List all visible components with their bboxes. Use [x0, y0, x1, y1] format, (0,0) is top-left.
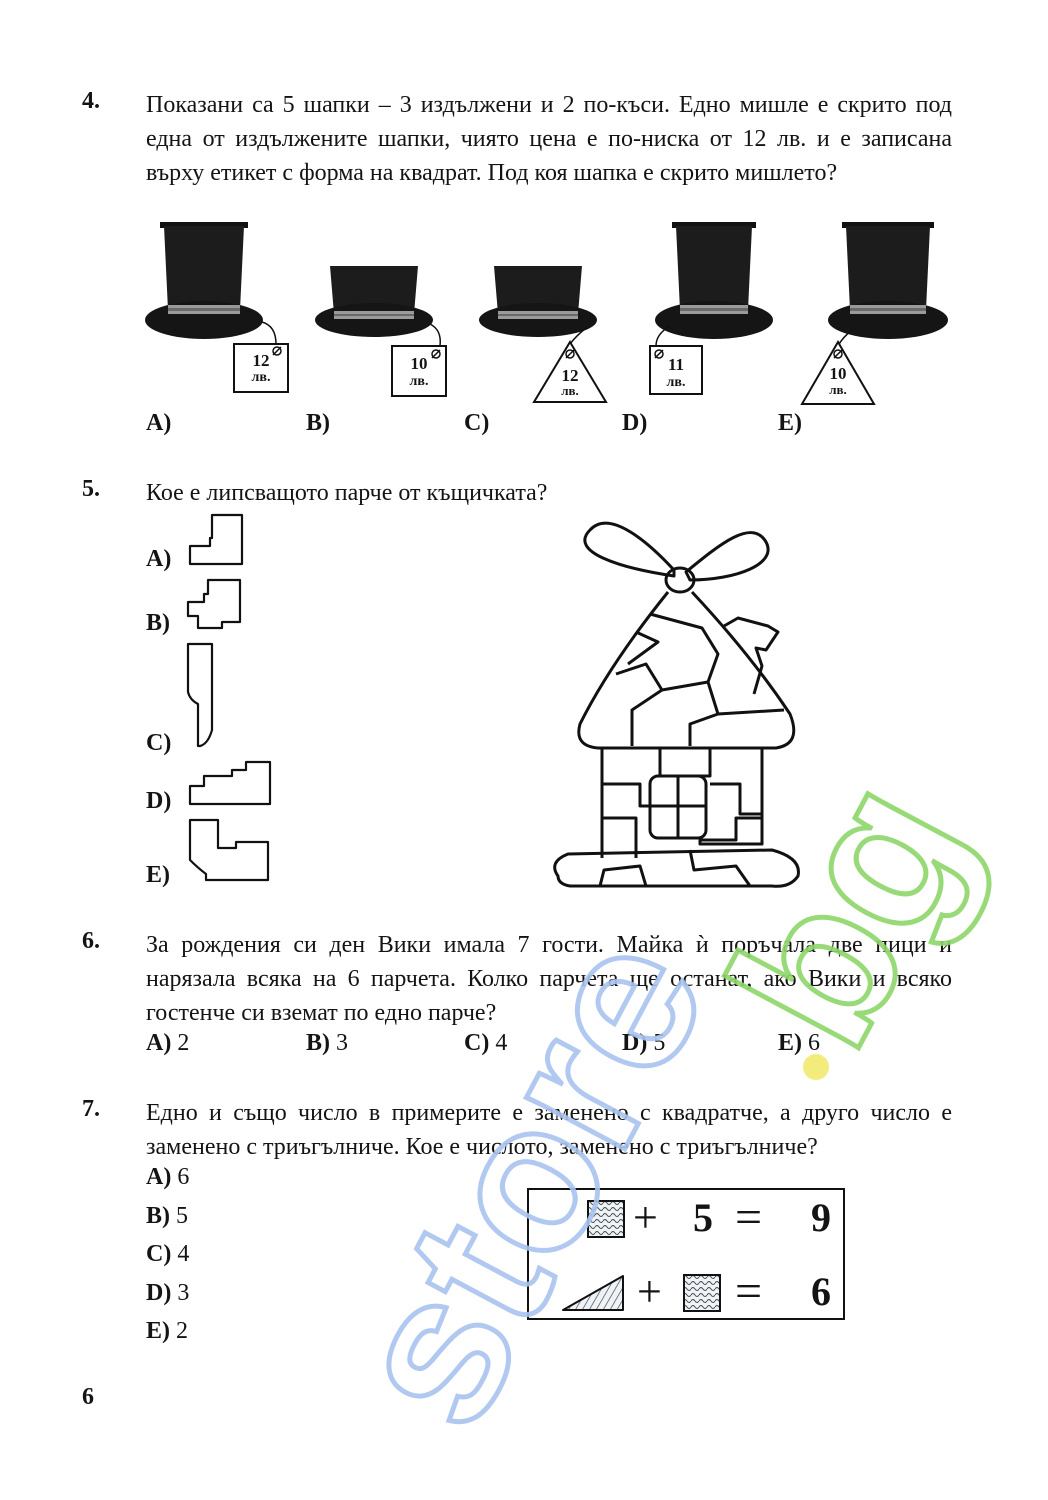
piece-a-label[interactable]: A) [146, 546, 172, 572]
hat-a-price: 12 [252, 351, 270, 370]
hat-a-unit: лв. [251, 370, 271, 385]
q6-option-d[interactable]: D) 5 [622, 1030, 665, 1057]
question-7-text: Едно и също число в примерите е заменено… [146, 1100, 952, 1160]
page-number: 6 [82, 1384, 94, 1410]
hat-b-price: 10 [410, 354, 428, 373]
hat-c-image [479, 266, 608, 403]
q6-option-c-letter: C) [464, 1030, 490, 1056]
q7-option-a[interactable]: A) 6 [146, 1164, 189, 1191]
q7-option-e-letter: E) [146, 1318, 170, 1344]
question-4-text: Показани са 5 шапки – 3 издължени и 2 по… [146, 92, 952, 186]
equation-2-plus: + [637, 1267, 662, 1316]
piece-c-shape [186, 642, 214, 748]
hat-c-price: 12 [561, 366, 579, 385]
q6-option-c-value: 4 [495, 1030, 508, 1056]
equation-1-equals: = [735, 1191, 763, 1244]
hat-e-unit: лв. [829, 382, 847, 397]
hat-e-image [800, 222, 948, 405]
q7-option-e[interactable]: E) 2 [146, 1318, 188, 1345]
piece-b-label[interactable]: B) [146, 610, 170, 636]
piece-a-shape [188, 513, 244, 566]
q6-option-d-letter: D) [622, 1030, 648, 1056]
hat-a-option-label[interactable]: A) [146, 410, 172, 436]
hat-d-image [649, 222, 773, 395]
q7-option-b[interactable]: B) 5 [146, 1203, 188, 1230]
q6-option-b-value: 3 [336, 1030, 348, 1056]
q7-option-c[interactable]: C) 4 [146, 1241, 189, 1268]
piece-b-shape [186, 578, 242, 630]
q6-option-d-value: 5 [653, 1030, 666, 1056]
hat-b-unit: лв. [409, 374, 429, 389]
q7-option-a-letter: A) [146, 1164, 172, 1190]
q7-option-e-value: 2 [176, 1318, 188, 1344]
hat-d-unit: лв. [666, 375, 686, 390]
piece-e-label[interactable]: E) [146, 862, 170, 888]
q7-option-d-letter: D) [146, 1280, 172, 1306]
piece-d-label[interactable]: D) [146, 788, 172, 814]
piece-d-shape [188, 760, 272, 806]
question-5-number: 5. [82, 476, 100, 502]
question-6-number: 6. [82, 928, 100, 954]
hat-b-image [315, 266, 447, 397]
hat-c-option-label[interactable]: C) [464, 410, 490, 436]
q7-option-c-letter: C) [146, 1241, 172, 1267]
equation-1-number: 5 [693, 1195, 713, 1240]
equation-1-plus: + [633, 1193, 658, 1242]
question-7-number: 7. [82, 1096, 100, 1122]
square-symbol-icon-2 [683, 1274, 721, 1312]
q6-option-b[interactable]: B) 3 [306, 1030, 348, 1057]
hat-e-price: 10 [829, 364, 847, 383]
equation-box: + 5 = 9 + = 6 [527, 1188, 845, 1320]
hat-a-image [145, 222, 289, 393]
hat-d-price: 11 [667, 355, 685, 374]
q6-option-a-value: 2 [177, 1030, 190, 1056]
q6-option-a-letter: A) [146, 1030, 172, 1056]
piece-e-shape [188, 818, 270, 882]
square-symbol-icon [587, 1200, 625, 1238]
q7-option-b-value: 5 [176, 1203, 188, 1229]
question-6-text: За рождения си ден Вики имала 7 гости. М… [146, 932, 952, 1026]
equation-2-equals: = [735, 1265, 763, 1318]
equation-2-result: 6 [811, 1269, 831, 1314]
q7-option-b-letter: B) [146, 1203, 170, 1229]
q7-option-a-value: 6 [177, 1164, 190, 1190]
q7-option-c-value: 4 [177, 1241, 190, 1267]
triangle-symbol-icon [562, 1275, 624, 1311]
hat-d-option-label[interactable]: D) [622, 410, 648, 436]
q6-option-a[interactable]: A) 2 [146, 1030, 189, 1057]
q6-option-e-value: 6 [808, 1030, 820, 1056]
q7-option-d[interactable]: D) 3 [146, 1280, 189, 1307]
q7-option-d-value: 3 [177, 1280, 190, 1306]
hat-c-unit: лв. [561, 383, 579, 398]
q6-option-e-letter: E) [778, 1030, 802, 1056]
equation-1-result: 9 [811, 1195, 831, 1240]
question-5-text: Кое е липсващото парче от къщичката? [146, 480, 548, 506]
hat-e-option-label[interactable]: E) [778, 410, 802, 436]
q6-option-b-letter: B) [306, 1030, 330, 1056]
house-puzzle-illustration [553, 521, 800, 888]
q6-option-c[interactable]: C) 4 [464, 1030, 507, 1057]
question-4-number: 4. [82, 88, 100, 114]
piece-c-label[interactable]: C) [146, 730, 172, 756]
hat-b-option-label[interactable]: B) [306, 410, 330, 436]
q6-option-e[interactable]: E) 6 [778, 1030, 820, 1057]
